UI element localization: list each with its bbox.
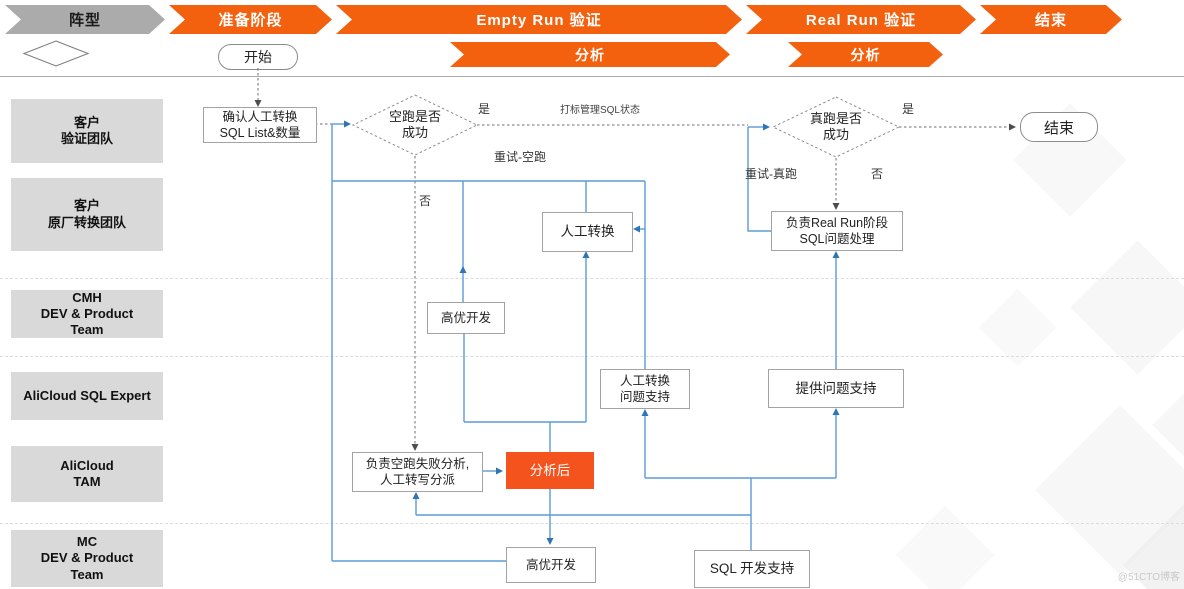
node-label-line: 负责Real Run阶段	[785, 215, 889, 230]
node-high-priority-dev-bottom: 高优开发	[506, 547, 596, 583]
lane-label-line: 原厂转换团队	[47, 214, 126, 230]
decoration-diamond	[895, 505, 995, 589]
banner-analysis-empty-label: 分析	[575, 46, 605, 63]
decoration-diamond	[1070, 240, 1184, 375]
node-post-analysis: 分析后	[506, 452, 594, 489]
node-label-line: SQL 开发支持	[709, 561, 795, 577]
decision-empty-run-success: 空跑是否 成功	[355, 100, 475, 150]
banner-prepare-stage: 准备阶段	[169, 5, 332, 34]
end-node: 结束	[1020, 112, 1098, 142]
lane-label-line: CMH	[72, 289, 102, 305]
decoration-diamond	[978, 288, 1057, 367]
header-separator	[0, 76, 1184, 77]
edge-label-retry-real-run: 重试-真跑	[745, 167, 797, 181]
node-sql-dev-support: SQL 开发支持	[694, 550, 810, 588]
node-label-line: 问题支持	[619, 390, 670, 404]
node-label-line: SQL问题处理	[799, 232, 875, 246]
start-node: 开始	[218, 44, 298, 70]
decision-label-line: 成功	[401, 125, 428, 140]
lane-mc-dev-product-team: MC DEV & Product Team	[11, 530, 163, 587]
lane-customer-vendor-convert-team: 客户 原厂转换团队	[11, 178, 163, 251]
start-node-label: 开始	[244, 49, 272, 65]
decision-label-line: 真跑是否	[809, 110, 862, 126]
lane-label-line: Team	[70, 566, 104, 582]
node-label-line: 高优开发	[525, 557, 576, 572]
lane-label-line: TAM	[73, 474, 101, 489]
lane-alicloud-tam: AliCloud TAM	[11, 446, 163, 502]
node-label-line: 人工转写分派	[379, 473, 455, 487]
node-label-line: 确认人工转换	[222, 109, 298, 124]
banner-analysis-real-label: 分析	[850, 46, 881, 63]
lane-label-line: MC	[76, 534, 98, 550]
node-label-line: SQL List&数量	[219, 126, 301, 140]
decoration-diamond	[1152, 382, 1184, 468]
node-label-line: 高优开发	[440, 310, 491, 325]
banner-empty-run: Empty Run 验证	[336, 5, 742, 34]
lane-label-line: DEV & Product	[40, 550, 134, 566]
node-manual-convert: 人工转换	[542, 212, 633, 252]
lane-divider	[0, 278, 1184, 279]
edge-label-no-real-run: 否	[871, 167, 884, 181]
lane-divider	[0, 356, 1184, 357]
lane-divider	[0, 523, 1184, 524]
node-label-line: 负责空跑失败分析,	[365, 456, 470, 471]
watermark: @51CTO博客	[1117, 572, 1180, 583]
decision-label-line: 空跑是否	[388, 108, 441, 124]
node-label-line: 分析后	[529, 462, 571, 478]
lane-cmh-dev-product-team: CMH DEV & Product Team	[11, 290, 163, 338]
banner-formation-label: 阵型	[68, 12, 101, 29]
lane-label-line: AliCloud SQL Expert	[23, 387, 151, 403]
banner-finish-label: 结束	[1034, 12, 1067, 29]
banner-real-run: Real Run 验证	[746, 5, 976, 34]
lane-label-line: AliCloud	[60, 457, 114, 473]
lane-label-line: Team	[70, 322, 104, 338]
banner-empty-run-label: Empty Run 验证	[476, 12, 602, 29]
edge-label-yes-empty-run: 是	[478, 102, 491, 116]
edge-label-retry-empty-run: 重试-空跑	[494, 150, 546, 164]
node-manual-convert-issue-support: 人工转换 问题支持	[600, 369, 690, 409]
node-empty-run-fail-analysis: 负责空跑失败分析, 人工转写分派	[352, 452, 483, 492]
node-provide-issue-support: 提供问题支持	[768, 369, 904, 408]
node-label-line: 人工转换	[560, 224, 615, 240]
lane-alicloud-sql-expert: AliCloud SQL Expert	[11, 372, 163, 420]
banner-prepare-stage-label: 准备阶段	[218, 12, 283, 29]
banner-finish: 结束	[980, 5, 1122, 34]
lane-label-line: 客户	[73, 114, 100, 130]
banner-real-run-label: Real Run 验证	[805, 12, 917, 29]
lane-label-line: DEV & Product	[40, 305, 134, 321]
banner-analysis-real: 分析	[788, 42, 943, 67]
decoration-diamond	[1035, 405, 1184, 575]
node-confirm-manual-convert-sql: 确认人工转换 SQL List&数量	[203, 107, 317, 143]
end-node-label: 结束	[1043, 119, 1074, 137]
banner-analysis-empty: 分析	[450, 42, 730, 67]
edge-label-no-empty-run: 否	[419, 194, 432, 208]
node-real-run-sql-issue-handle: 负责Real Run阶段 SQL问题处理	[771, 211, 903, 251]
node-label-line: 提供问题支持	[795, 380, 877, 396]
decision-real-run-success: 真跑是否 成功	[776, 102, 896, 152]
lane-label-line: 验证团队	[60, 131, 113, 146]
edge-label-tag-sql-status: 打标管理SQL状态	[559, 105, 640, 116]
edge-label-yes-real-run: 是	[902, 102, 915, 116]
decision-label-line: 成功	[822, 127, 849, 142]
node-high-priority-dev-top: 高优开发	[427, 302, 505, 334]
lane-customer-validation-team: 客户 验证团队	[11, 99, 163, 163]
banner-formation: 阵型	[5, 5, 165, 34]
node-label-line: 人工转换	[619, 373, 670, 388]
lane-label-line: 客户	[73, 198, 100, 214]
